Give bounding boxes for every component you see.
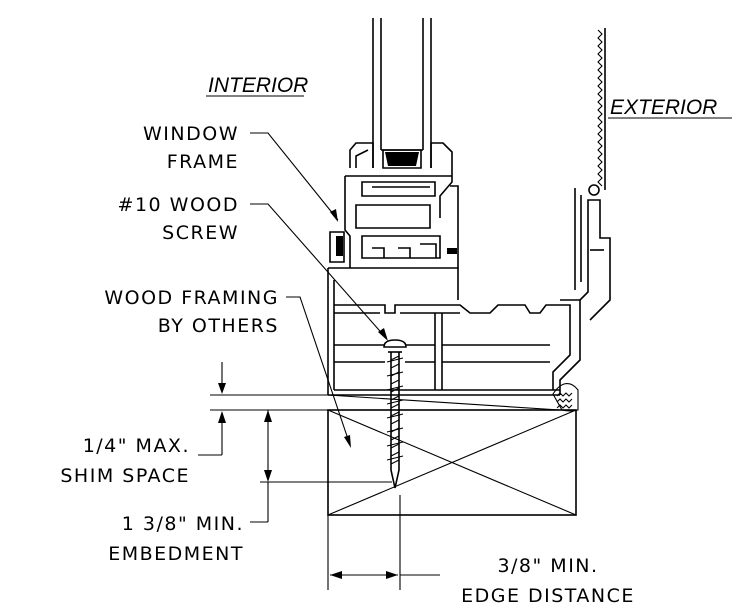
edge-distance-label-line1: 3/8" MIN. xyxy=(497,555,598,577)
wood-framing-label-line1: WOOD FRAMING xyxy=(104,287,279,309)
annotations: INTERIOR EXTERIOR WINDOW FRAME #10 WOOD … xyxy=(60,74,732,607)
interior-label: INTERIOR xyxy=(208,74,308,97)
edge-distance-label-line2: EDGE DISTANCE xyxy=(461,585,635,607)
screw-label-line2: SCREW xyxy=(162,222,239,244)
wood-framing-block xyxy=(327,394,577,516)
exterior-wall-edge xyxy=(588,28,606,196)
exterior-label: EXTERIOR xyxy=(610,96,717,119)
glazing-unit xyxy=(372,18,432,169)
window-frame-label-line2: FRAME xyxy=(167,151,239,173)
leader-lines xyxy=(250,132,388,448)
embedment-label-line1: 1 3/8" MIN. xyxy=(122,513,244,535)
embedment-label-line2: EMBEDMENT xyxy=(108,543,244,565)
window-frame-extrusion xyxy=(327,142,611,412)
dimension-lines xyxy=(198,362,440,590)
shim-space-label-line1: 1/4" MAX. xyxy=(83,435,190,457)
wood-screw xyxy=(383,339,407,489)
shim-space-label-line2: SHIM SPACE xyxy=(60,465,190,487)
window-frame-label-line1: WINDOW xyxy=(143,123,239,145)
wood-framing-label-line2: BY OTHERS xyxy=(158,315,279,337)
screw-label-line1: #10 WOOD xyxy=(118,194,239,216)
